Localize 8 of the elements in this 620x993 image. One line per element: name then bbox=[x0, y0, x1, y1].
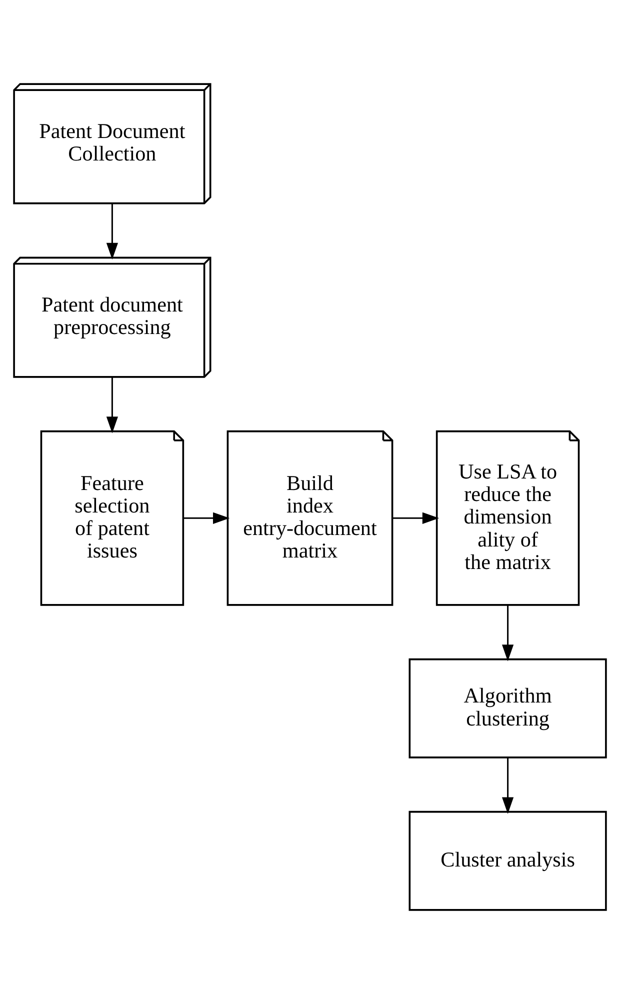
arrow bbox=[502, 757, 514, 814]
arrow bbox=[502, 604, 514, 661]
arrow bbox=[106, 376, 118, 433]
arrow bbox=[183, 512, 230, 524]
arrow bbox=[392, 512, 440, 524]
node-box: Algorithm clustering bbox=[408, 658, 607, 758]
arrow bbox=[106, 202, 118, 260]
node-box: Cluster analysis bbox=[408, 810, 607, 910]
